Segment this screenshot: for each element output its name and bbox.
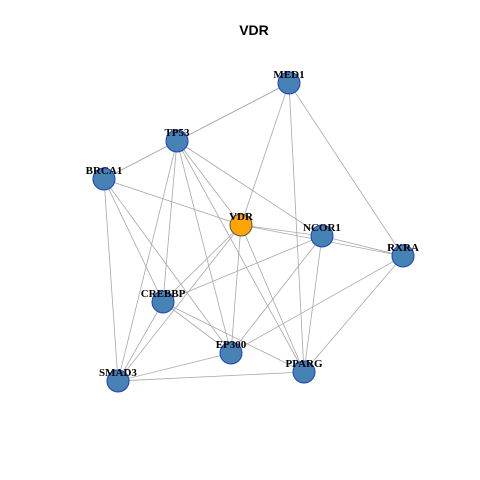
edge-vdr-crebbp: [162, 224, 242, 303]
node-tp53[interactable]: [165, 129, 189, 153]
node-label-smad3: SMAD3: [99, 367, 137, 379]
edge-crebbp-smad3: [117, 301, 164, 382]
node-med1[interactable]: [277, 71, 301, 95]
edge-layer: [103, 82, 404, 382]
edge-brca1-vdr: [103, 178, 242, 226]
node-rxra[interactable]: [391, 244, 415, 268]
edge-rxra-ep300: [230, 255, 404, 354]
graph-title: VDR: [239, 22, 269, 38]
edge-crebbp-pparg: [162, 301, 305, 373]
node-label-vdr: VDR: [229, 211, 254, 223]
edge-brca1-crebbp: [103, 178, 164, 303]
node-smad3[interactable]: [106, 369, 130, 393]
edge-ncor1-pparg: [303, 235, 323, 373]
edge-tp53-vdr: [176, 140, 242, 226]
edge-ncor1-rxra: [321, 235, 404, 257]
node-vdr[interactable]: [229, 213, 253, 237]
node-label-pparg: PPARG: [285, 358, 323, 370]
edge-vdr-pparg: [240, 224, 305, 373]
edge-tp53-ncor1: [176, 140, 323, 237]
node-layer: [92, 71, 415, 393]
edge-med1-vdr: [240, 82, 290, 226]
edge-smad3-pparg: [117, 371, 305, 382]
node-label-ep300: EP300: [216, 339, 247, 351]
edge-crebbp-ep300: [162, 301, 232, 354]
edge-tp53-brca1: [103, 140, 178, 180]
edge-med1-rxra: [288, 82, 404, 257]
node-brca1[interactable]: [92, 167, 116, 191]
edge-ncor1-ep300: [230, 235, 323, 354]
node-label-rxra: RXRA: [387, 242, 419, 254]
edge-tp53-ep300: [176, 140, 232, 354]
edge-tp53-crebbp: [162, 140, 178, 303]
edge-vdr-smad3: [117, 224, 242, 382]
edge-med1-pparg: [288, 82, 305, 373]
node-label-ncor1: NCOR1: [303, 222, 341, 234]
node-ep300[interactable]: [219, 341, 243, 365]
edge-ep300-smad3: [117, 352, 232, 382]
edge-vdr-ncor1: [240, 224, 323, 237]
edge-vdr-ep300: [230, 224, 242, 354]
node-label-brca1: BRCA1: [86, 165, 123, 177]
node-crebbp[interactable]: [151, 290, 175, 314]
edge-tp53-smad3: [117, 140, 178, 382]
node-label-tp53: TP53: [164, 127, 190, 139]
edge-brca1-smad3: [103, 178, 119, 382]
node-label-med1: MED1: [273, 69, 304, 81]
edge-rxra-pparg: [303, 255, 404, 373]
edge-tp53-pparg: [176, 140, 305, 373]
node-label-crebbp: CREBBP: [141, 288, 186, 300]
edge-ncor1-crebbp: [162, 235, 323, 303]
node-pparg[interactable]: [292, 360, 316, 384]
edge-brca1-ep300: [103, 178, 232, 354]
node-ncor1[interactable]: [310, 224, 334, 248]
